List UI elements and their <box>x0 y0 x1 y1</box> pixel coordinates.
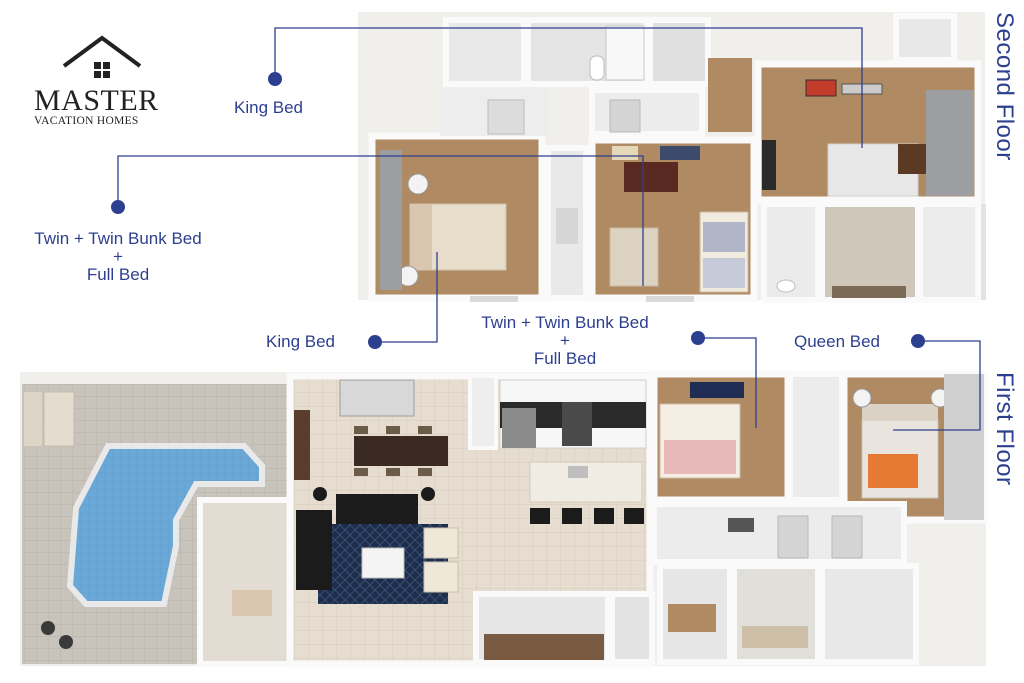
second-bath-1 <box>443 17 527 87</box>
callout-dots <box>111 72 925 349</box>
second-king-bed-furniture <box>397 173 507 287</box>
leader-second-king-master <box>274 27 863 148</box>
second-master-bed-furniture <box>762 79 928 197</box>
callout-second-bunk: Twin + Twin Bunk Bed + Full Bed <box>14 230 222 284</box>
second-bunk-room-furniture <box>609 146 749 293</box>
swimming-pool <box>66 443 265 607</box>
leader-first-bunk <box>698 337 757 428</box>
second-closet <box>647 17 711 87</box>
second-floor-plan <box>358 12 986 303</box>
logo-roof-icon <box>62 35 142 68</box>
callout-second-bunk-line1: Twin + Twin Bunk Bed <box>34 229 202 248</box>
living-area <box>296 487 459 604</box>
brand-tagline: VACATION HOMES <box>34 115 139 127</box>
first-bath-3 <box>819 563 919 665</box>
callout-second-bunk-line2: + <box>113 247 123 266</box>
first-floor-plan <box>20 370 988 668</box>
callout-first-king: King Bed <box>266 332 335 351</box>
dot-first-bunk <box>691 331 705 345</box>
second-mid-hall <box>589 87 705 137</box>
dining-set <box>354 426 448 476</box>
leader-second-king-left <box>375 252 438 343</box>
logo-window-icon <box>94 62 110 78</box>
brand-name: MASTER <box>34 84 159 117</box>
dot-first-king <box>368 335 382 349</box>
callout-first-bunk-line2: + <box>560 331 570 350</box>
callout-first-queen: Queen Bed <box>794 332 881 351</box>
callout-second-king-master: King Bed <box>234 98 303 117</box>
first-queen-bed-furniture <box>852 388 950 499</box>
leader-second-bunk <box>117 155 644 286</box>
first-bunk-furniture <box>659 382 744 479</box>
dot-second-king-master <box>268 72 282 86</box>
dot-second-bunk <box>111 200 125 214</box>
callout-first-bunk-line3: Full Bed <box>533 349 597 368</box>
second-floor-label: Second Floor <box>991 12 1018 161</box>
outdoor-dining <box>197 497 293 667</box>
callout-first-bunk-line1: Twin + Twin Bunk Bed <box>481 313 649 332</box>
kitchen <box>499 379 647 524</box>
callout-first-bunk: Twin + Twin Bunk Bed + Full Bed <box>460 314 670 368</box>
dot-first-queen <box>911 334 925 348</box>
leader-first-queen <box>893 340 981 431</box>
logo <box>62 35 142 78</box>
callout-second-bunk-line3: Full Bed <box>86 265 150 284</box>
callout-lines <box>117 27 981 431</box>
first-floor-label: First Floor <box>991 372 1018 486</box>
